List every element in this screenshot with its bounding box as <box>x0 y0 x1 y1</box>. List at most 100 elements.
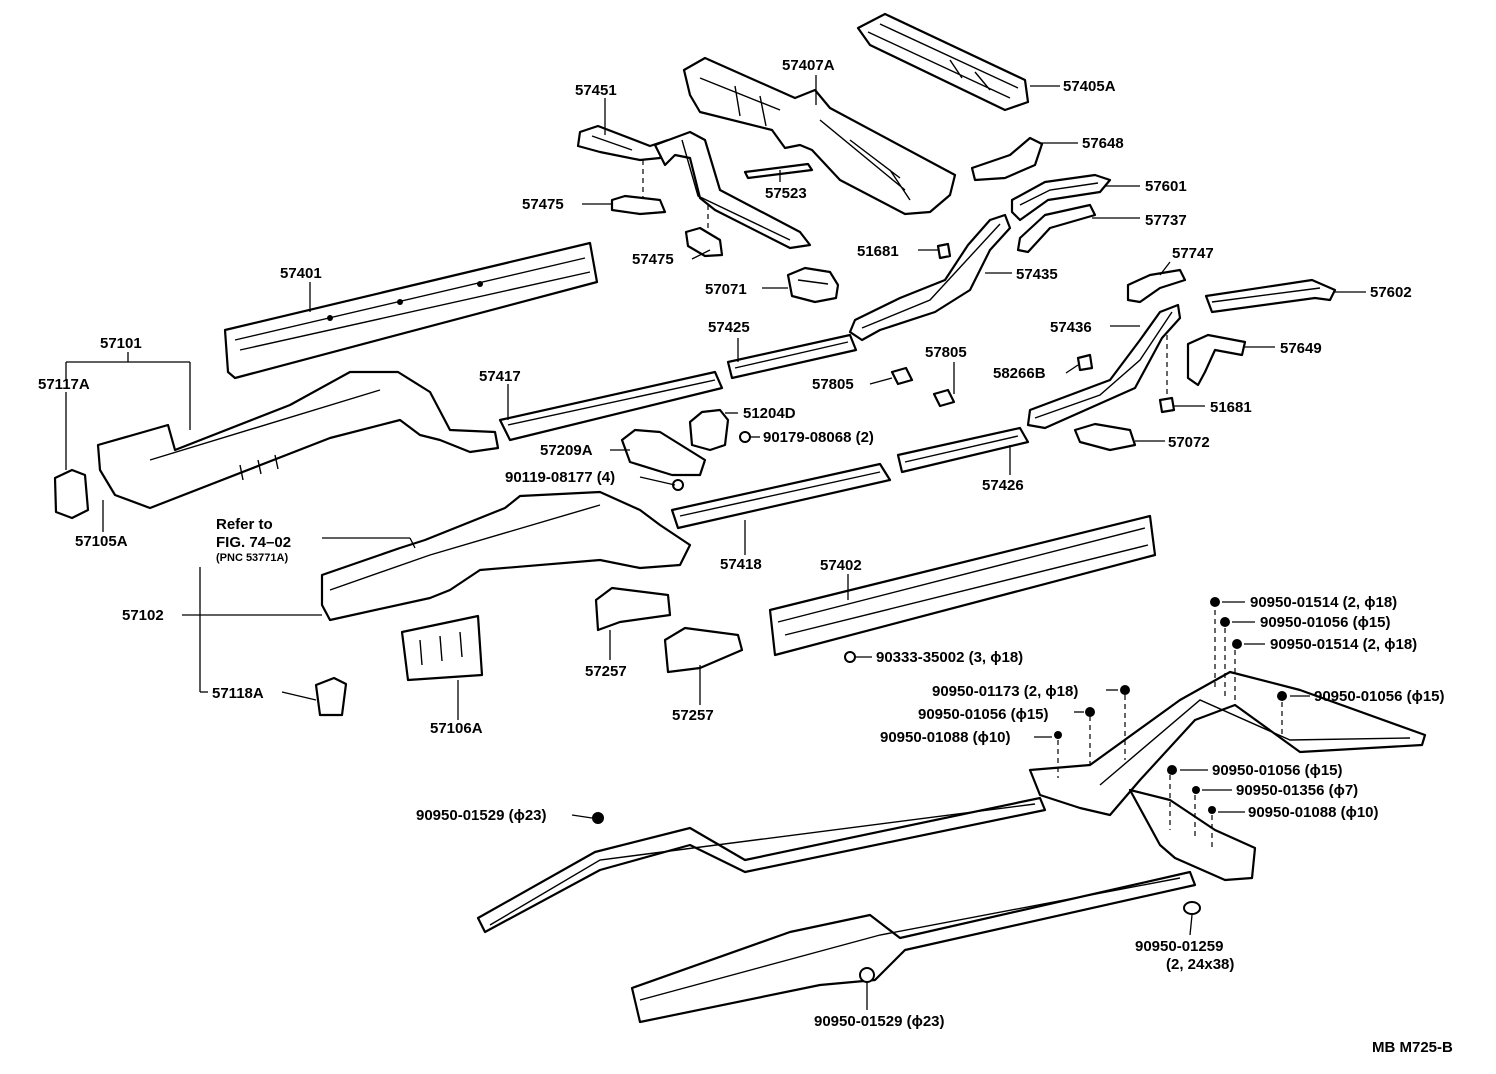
rail-57435 <box>848 213 1012 342</box>
label-90333: 90333-35002 (3, ϕ18) <box>876 649 1023 666</box>
frame-left-side-rail <box>476 796 1047 934</box>
rod-57523 <box>743 162 814 180</box>
crossmember-57407A <box>682 56 957 216</box>
label-57405A: 57405A <box>1063 78 1116 95</box>
label-90950-01088-a: 90950-01088 (ϕ10) <box>880 729 1011 746</box>
plug-90950-01529-b <box>859 967 875 983</box>
block-57071 <box>786 266 840 304</box>
label-57436: 57436 <box>1050 319 1092 336</box>
plate-57805-b <box>932 388 956 408</box>
plug-90333 <box>844 651 856 663</box>
label-57105A: 57105A <box>75 533 128 550</box>
leader-lines <box>65 75 1366 1010</box>
plug-90950-01514-b <box>1232 639 1242 649</box>
label-90950-01514-b: 90950-01514 (2, ϕ18) <box>1270 636 1417 653</box>
label-57257-b: 57257 <box>672 707 714 724</box>
plug-90950-01088-b <box>1208 806 1216 814</box>
figure-code: MB M725-B <box>1372 1039 1453 1056</box>
member-57418 <box>670 462 892 530</box>
label-57417: 57417 <box>479 368 521 385</box>
bracket-57072 <box>1073 422 1137 452</box>
frame-right-side-rail <box>630 870 1197 1024</box>
plug-90950-01259 <box>1183 901 1201 915</box>
label-90119: 90119-08177 (4) <box>505 469 615 486</box>
rail-57436 <box>1026 303 1182 430</box>
plate-57106A <box>400 614 484 682</box>
label-90950-01088-b: 90950-01088 (ϕ10) <box>1248 804 1379 821</box>
label-57435: 57435 <box>1016 266 1058 283</box>
label-57101: 57101 <box>100 335 142 352</box>
label-57523: 57523 <box>765 185 807 202</box>
label-90950-01056-c: 90950-01056 (ϕ15) <box>918 706 1049 723</box>
label-57475-a: 57475 <box>522 196 564 213</box>
rail-57402 <box>768 514 1157 657</box>
label-57805-a: 57805 <box>925 344 967 361</box>
plug-90950-01529-a <box>592 812 604 824</box>
reinforcement-57601 <box>1010 173 1112 222</box>
label-57649: 57649 <box>1280 340 1322 357</box>
plate-57257-a <box>594 586 672 632</box>
label-57475-b: 57475 <box>632 251 674 268</box>
plug-90950-01056-a <box>1220 617 1230 627</box>
label-51681-a: 51681 <box>857 243 899 260</box>
label-57418: 57418 <box>720 556 762 573</box>
label-90950-01259: 90950-01259 <box>1135 938 1223 955</box>
plug-90950-01088-a <box>1054 731 1062 739</box>
label-90950-01529-b: 90950-01529 (ϕ23) <box>814 1013 945 1030</box>
bracket-57118A <box>314 676 348 717</box>
bracket-57475-b <box>684 226 724 258</box>
label-57071: 57071 <box>705 281 747 298</box>
plate-57805-a <box>890 366 914 386</box>
front-rail-57101 <box>96 370 500 510</box>
label-57209A: 57209A <box>540 442 593 459</box>
label-90179: 90179-08068 (2) <box>763 429 874 446</box>
plug-90950-01056-d <box>1167 765 1177 775</box>
bracket-57649 <box>1186 333 1247 387</box>
label-57401: 57401 <box>280 265 322 282</box>
label-90950-01356: 90950-01356 (ϕ7) <box>1236 782 1358 799</box>
label-57451: 57451 <box>575 82 617 99</box>
label-57426: 57426 <box>982 477 1024 494</box>
plug-90950-01173 <box>1120 685 1130 695</box>
label-57407A: 57407A <box>782 57 835 74</box>
plug-90950-01514-a <box>1210 597 1220 607</box>
plate-57257-b <box>663 626 744 674</box>
label-57737: 57737 <box>1145 212 1187 229</box>
frame-rear-crossmember <box>1028 670 1427 817</box>
frame-center-bracket <box>1128 788 1257 882</box>
bracket-57451 <box>576 124 670 162</box>
label-57805-b: 57805 <box>812 376 854 393</box>
bracket-57475-a <box>610 194 667 216</box>
label-57257-a: 57257 <box>585 663 627 680</box>
rail-57401 <box>223 241 599 380</box>
label-57601: 57601 <box>1145 178 1187 195</box>
bracket-57648 <box>970 136 1044 182</box>
label-51681-b: 51681 <box>1210 399 1252 416</box>
rail-57451-arch <box>653 130 812 250</box>
label-90950-01514-a: 90950-01514 (2, ϕ18) <box>1250 594 1397 611</box>
plug-90950-01056-c <box>1085 707 1095 717</box>
clip-51681-a <box>936 242 952 260</box>
clip-51681-b <box>1158 396 1176 414</box>
member-57417 <box>498 370 724 442</box>
label-57072: 57072 <box>1168 434 1210 451</box>
label-90950-01056-d: 90950-01056 (ϕ15) <box>1212 762 1343 779</box>
label-refer-pnc: (PNC 53771A) <box>216 552 288 564</box>
plug-90950-01356 <box>1192 786 1200 794</box>
plug-90950-01056-b <box>1277 691 1287 701</box>
mount-51204D <box>688 408 730 452</box>
member-57602 <box>1204 278 1337 314</box>
label-90950-01529-a: 90950-01529 (ϕ23) <box>416 807 547 824</box>
label-57425: 57425 <box>708 319 750 336</box>
clip-58266B <box>1076 353 1094 372</box>
member-57425 <box>726 333 858 380</box>
label-57648: 57648 <box>1082 135 1124 152</box>
label-57102: 57102 <box>122 607 164 624</box>
crossmember-57405A <box>856 12 1030 112</box>
bracket-57209A <box>620 428 707 477</box>
label-51204D: 51204D <box>743 405 796 422</box>
reinforcement-57747 <box>1126 268 1187 304</box>
label-refer-fig: FIG. 74–02 <box>216 534 291 551</box>
